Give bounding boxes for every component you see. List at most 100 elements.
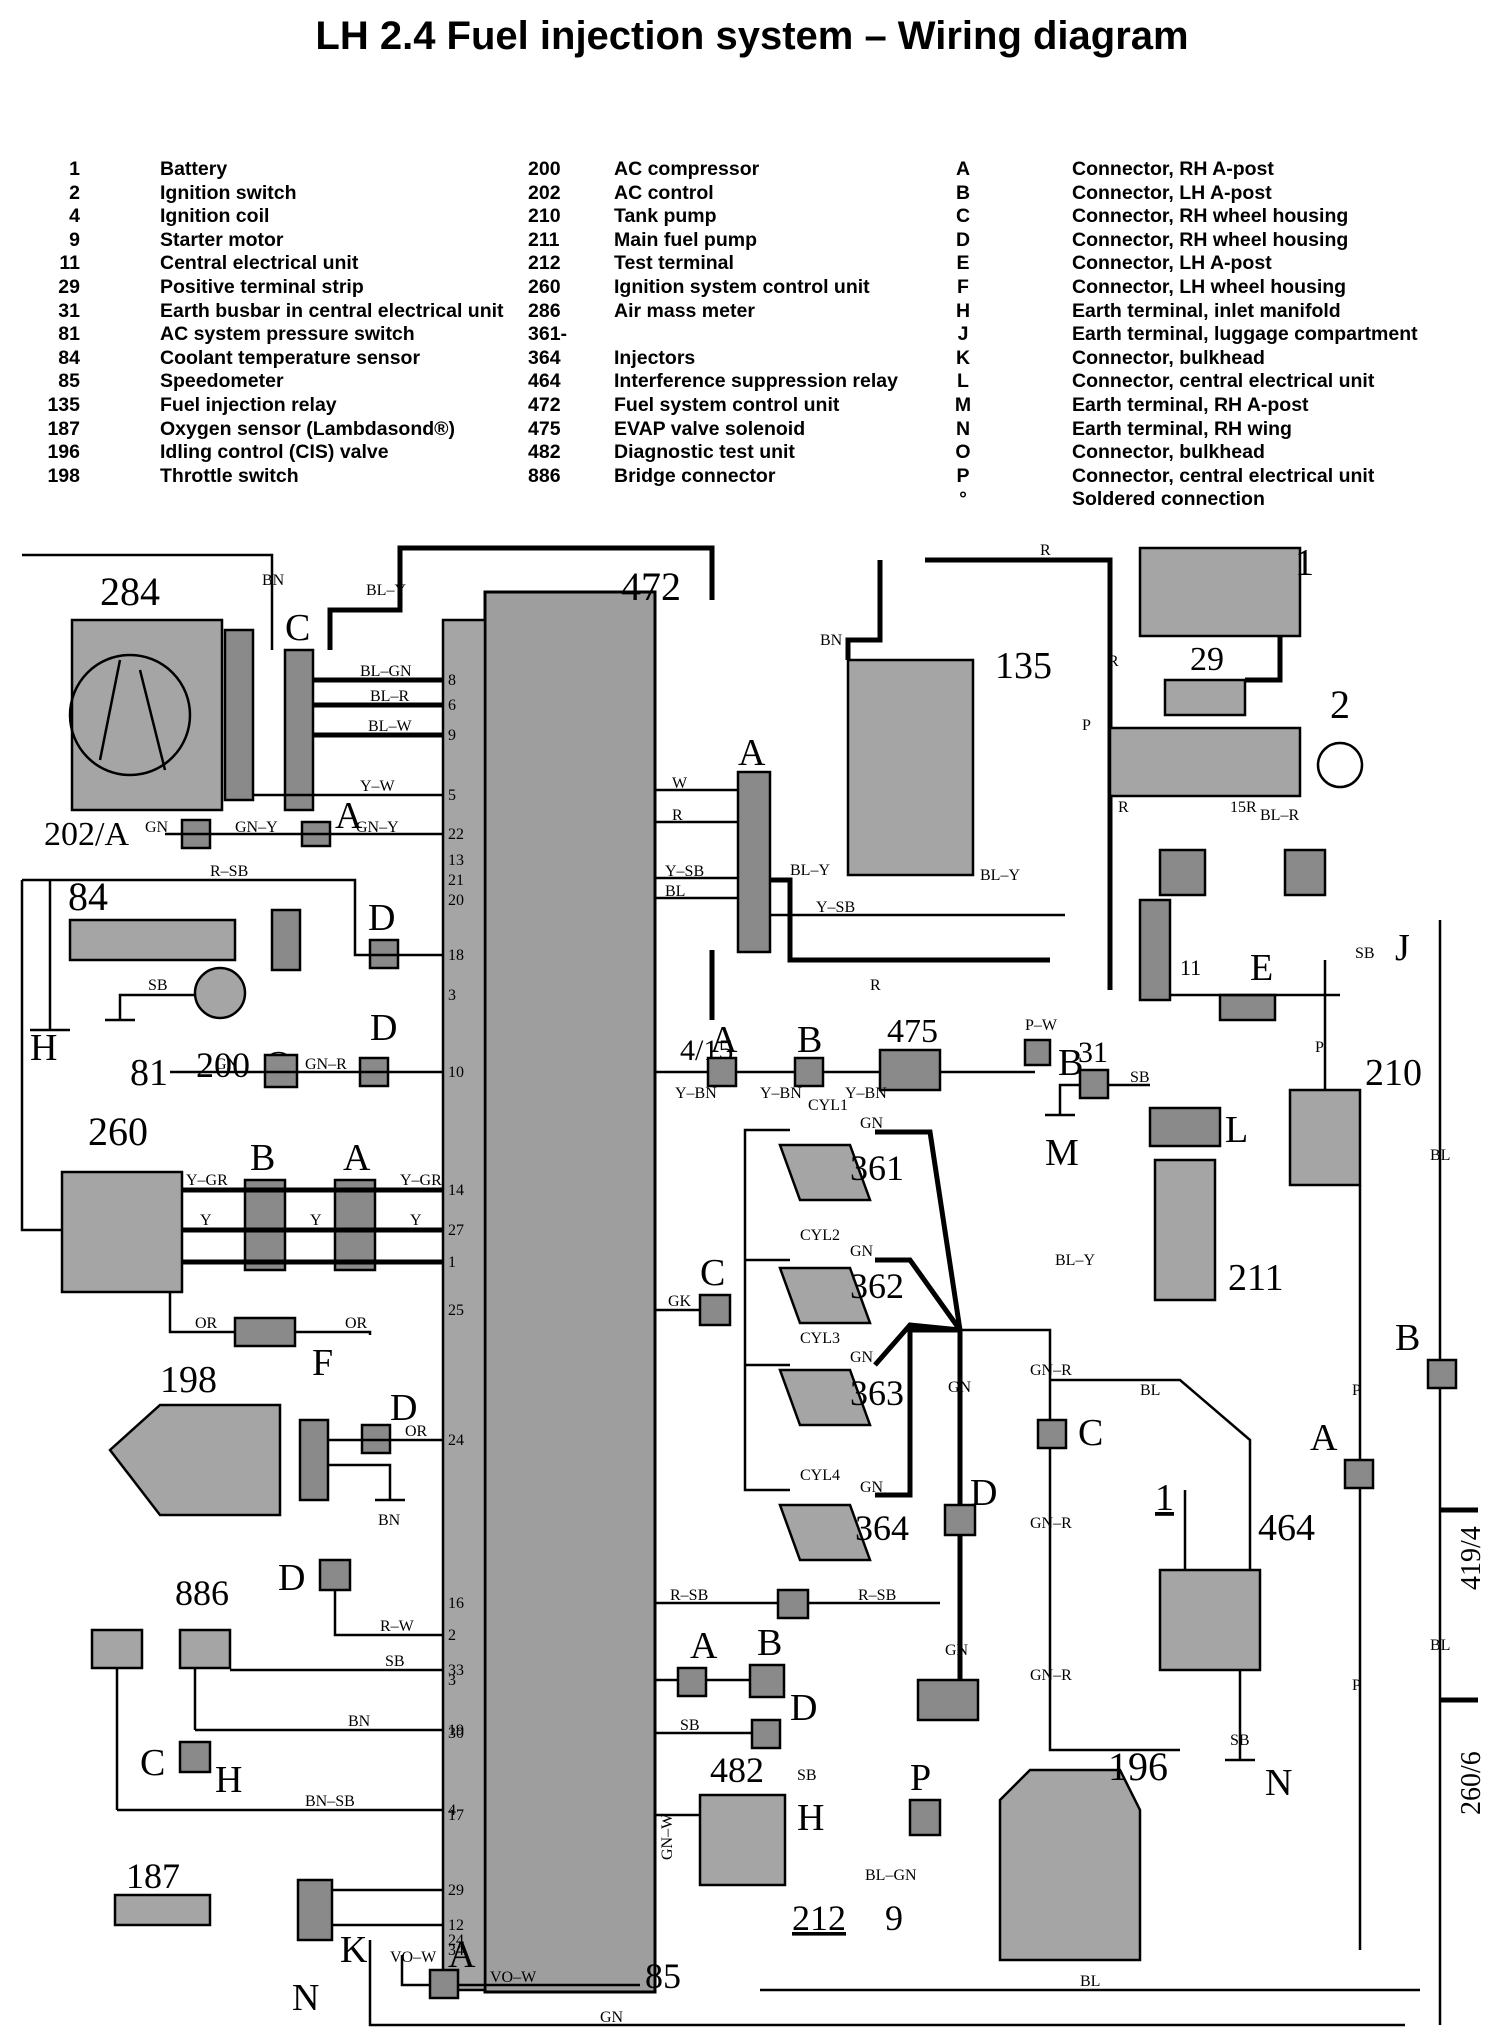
- oxygen-sensor-187: [113, 1893, 212, 1927]
- wire-label-bl-right: BL: [1430, 1147, 1450, 1164]
- connector-b-30: B: [757, 1622, 782, 1664]
- legend-desc: Bridge connector: [614, 464, 776, 487]
- label-475: 475: [887, 1013, 938, 1050]
- ecu-pin-number: 27: [448, 1222, 464, 1239]
- legend-code: 475: [528, 417, 561, 440]
- wire-label-r-sw: R: [1118, 799, 1129, 816]
- legend-desc: Connector, central electrical unit: [1072, 464, 1375, 487]
- legend-code: P: [956, 464, 970, 487]
- bridge-connector-886-left: [90, 1628, 144, 1670]
- wire-label-w-a: W: [672, 775, 688, 792]
- connector-b-17-block: [793, 1056, 825, 1088]
- label-202a: 202/A: [44, 816, 129, 853]
- wire-label-gn-w: GN–W: [659, 1813, 676, 1860]
- ecu-pin-number: 5: [448, 787, 456, 804]
- wire-label-y-bn-2: Y–BN: [760, 1085, 802, 1102]
- label-464: 464: [1258, 1507, 1315, 1549]
- main-fuel-pump-211: [1153, 1158, 1217, 1302]
- injector-362: [778, 1266, 872, 1325]
- label-211: 211: [1228, 1257, 1284, 1299]
- label-363: 363: [850, 1373, 904, 1413]
- positive-terminal-strip-29: [1163, 678, 1247, 717]
- legend-code: 364: [528, 346, 561, 369]
- wire-label-y-gr-2: Y–GR: [400, 1172, 442, 1189]
- legend-code: J: [957, 323, 969, 346]
- legend-code: O: [955, 441, 971, 464]
- connector-b-30-block: [748, 1663, 786, 1699]
- diagnostic-test-unit-482: [698, 1793, 787, 1887]
- legend-desc: AC control: [614, 181, 714, 204]
- legend-desc: Soldered connection: [1072, 488, 1265, 511]
- ecu-pin-number: 30: [448, 1725, 464, 1742]
- label-31: 31: [1078, 1036, 1108, 1069]
- legend-row: 361-: [520, 323, 898, 347]
- legend-code: 286: [528, 299, 561, 322]
- legend-row: P Connector, central electrical unit: [948, 465, 1418, 489]
- connector-13: [1158, 848, 1207, 897]
- ignition-switch-2-icon: [1316, 741, 1364, 789]
- ecu-pin-number: 13: [448, 852, 464, 869]
- legend-code: 200: [528, 158, 561, 180]
- wire-label-or-3: OR: [405, 1423, 428, 1440]
- connector-198: [298, 1418, 330, 1502]
- ground-j: J: [1395, 927, 1410, 969]
- injector-361: [778, 1143, 872, 1202]
- wire-label-sb-200: SB: [148, 977, 168, 994]
- connector-f: F: [312, 1342, 333, 1384]
- label-210: 210: [1365, 1052, 1422, 1094]
- connector-a-bl-block: [1343, 1458, 1375, 1490]
- legend-code: 85: [58, 370, 80, 393]
- wire-label-r-135: R: [1040, 542, 1051, 559]
- connector-a-17-block: [706, 1056, 738, 1088]
- connector-d-198b-block: [318, 1558, 352, 1592]
- legend-code: 464: [528, 370, 561, 393]
- wire-label-bl-gn-9: BL–GN: [865, 1867, 917, 1884]
- wire-label-bn-135: BN: [820, 632, 843, 649]
- connector-d-17-block: [750, 1718, 782, 1750]
- ground-m: M: [1045, 1132, 1079, 1174]
- earth-busbar-31: [1078, 1068, 1110, 1100]
- connector-d-81: D: [370, 1007, 397, 1049]
- label-9: 9: [885, 1898, 903, 1938]
- wire-label-sb-886: SB: [385, 1653, 405, 1670]
- wire-label-gn-362: GN: [850, 1243, 874, 1260]
- wire-label-bl-y-135: BL–Y: [790, 862, 830, 879]
- ecu-pin-number: 9: [448, 727, 456, 744]
- legend-desc: Earth terminal, inlet manifold: [1072, 299, 1341, 322]
- ground-h-left: H: [30, 1027, 57, 1069]
- label-cyl1: CYL1: [808, 1097, 848, 1114]
- ecu-pin-column: 8695221321201831014271252416233319304172…: [448, 672, 464, 1959]
- ecu-pin-number: 29: [448, 1882, 464, 1899]
- connector-a-30-block: [676, 1666, 708, 1698]
- wire-label-sb-j: SB: [1355, 945, 1375, 962]
- legend-desc: Connector, LH A-post: [1072, 252, 1272, 275]
- connector-b-260-block: [243, 1178, 287, 1272]
- wire-label-gn-r-81: GN–R: [305, 1056, 347, 1073]
- coolant-temp-sensor-84: [68, 918, 237, 962]
- wire-label-15r: 15R: [1230, 799, 1257, 816]
- legend-desc: Battery: [160, 158, 228, 180]
- connector-b-bl: B: [1395, 1317, 1420, 1359]
- label-284: 284: [100, 569, 160, 614]
- tank-pump-210: [1288, 1088, 1362, 1187]
- wire-label-bl-r-sw: BL–R: [1260, 807, 1299, 824]
- ecu-pin-number: 8: [448, 672, 456, 689]
- wire-label-r-bat: R: [1108, 653, 1119, 670]
- legend-code: 9: [69, 228, 80, 251]
- label-362: 362: [850, 1266, 904, 1306]
